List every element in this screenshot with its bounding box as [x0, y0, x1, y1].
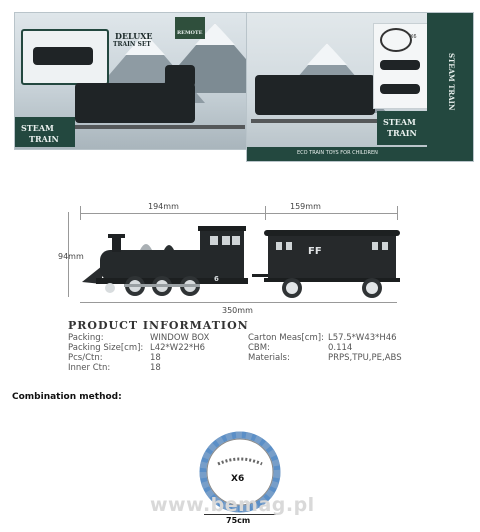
total-length-label: 350mm	[222, 306, 253, 315]
cab-window	[222, 236, 230, 245]
dimension-line-car	[265, 213, 397, 214]
box-subbrand: TRAIN SET	[113, 41, 151, 48]
cab	[200, 228, 244, 280]
box-title-plate: STEAM TRAIN	[377, 111, 429, 145]
car-letters: FF	[308, 246, 322, 257]
cab-illustration	[165, 65, 195, 87]
info-label: Pcs/Ctn:	[68, 353, 103, 363]
box-vertical-title: STEAM TRAIN	[447, 53, 456, 111]
train-illustration	[82, 226, 400, 298]
info-value: 0.114	[328, 343, 353, 353]
info-value: L42*W22*H6	[150, 343, 206, 353]
track-circle-diagram	[199, 431, 281, 513]
locomotive-illustration	[255, 75, 375, 115]
locomotive	[82, 226, 248, 296]
info-value: WINDOW BOX	[150, 333, 210, 343]
box-front-panel: DELUXE TRAIN SET REMOTE STEAM TRAIN	[14, 12, 250, 150]
dimension-tick	[397, 206, 398, 220]
info-label: Packing:	[68, 333, 104, 343]
dimension-line-total	[80, 302, 397, 303]
loco-number: 6	[214, 275, 219, 283]
wheel	[366, 282, 378, 294]
rail-illustration	[55, 125, 245, 129]
dimension-line-locomotive	[80, 213, 265, 214]
snow-peak	[307, 43, 347, 65]
rail-illustration	[251, 119, 381, 123]
locomotive-length-label: 194mm	[148, 202, 179, 211]
box-window-preview	[21, 29, 109, 85]
car-body	[268, 234, 396, 280]
cab-window	[232, 236, 240, 245]
wheel	[286, 282, 298, 294]
car-length-label: 159mm	[290, 202, 321, 211]
mini-train-icon	[33, 47, 93, 65]
dome	[164, 245, 174, 250]
info-label: CBM:	[248, 343, 270, 353]
track-preview-panel: X6	[373, 23, 429, 109]
info-label: Inner Ctn:	[68, 363, 111, 373]
box-title-plate: STEAM TRAIN	[15, 117, 75, 147]
diameter-line	[204, 514, 276, 515]
info-label: Packing Size[cm]:	[68, 343, 144, 353]
boiler	[100, 250, 210, 280]
track-oval-icon	[380, 28, 412, 52]
product-info-title: PRODUCT INFORMATION	[68, 319, 249, 332]
passenger-car	[252, 230, 400, 298]
dome	[140, 244, 152, 250]
box-footer-strip: ECO TRAIN TOYS FOR CHILDREN	[247, 147, 473, 161]
dimension-tick	[80, 206, 81, 220]
dimension-tick	[265, 206, 266, 220]
info-value: 18	[150, 353, 161, 363]
info-value: PRPS,TPU,PE,ABS	[328, 353, 402, 363]
mini-train-icon	[380, 60, 420, 70]
height-label: 94mm	[58, 252, 84, 261]
box-brand: DELUXE	[115, 31, 153, 41]
box-side-panel: X6 STEAM TRAIN STEAM TRAIN ECO TRAIN TOY…	[246, 12, 474, 162]
info-value: L57.5*W43*H46	[328, 333, 397, 343]
dimension-line-height	[68, 212, 69, 297]
cab-window	[210, 236, 218, 245]
watermark: www.bemag.pl	[150, 494, 315, 516]
info-label: Materials:	[248, 353, 290, 363]
snow-peak	[195, 23, 235, 45]
mini-train-icon	[380, 84, 420, 94]
locomotive-illustration	[75, 83, 195, 123]
diameter-label: 75cm	[226, 516, 251, 525]
info-label: Carton Meas[cm]:	[248, 333, 324, 343]
brand-logo: REMOTE	[175, 17, 205, 39]
track-piece-icon	[217, 457, 263, 466]
track-multiplier-label: X6	[231, 474, 245, 484]
track-count-label: X6	[410, 34, 417, 40]
info-value: 18	[150, 363, 161, 373]
box-side-strip: STEAM TRAIN	[427, 13, 473, 161]
combination-title: Combination method:	[12, 392, 122, 402]
smokestack	[112, 236, 121, 252]
coupler	[252, 274, 268, 277]
